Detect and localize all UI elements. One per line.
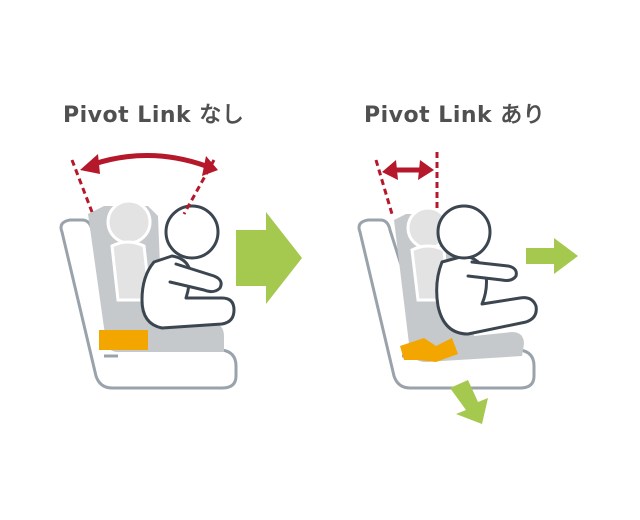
forward-motion-arrow-icon (526, 238, 578, 274)
child-figure-icon (140, 204, 236, 330)
ghost-head-icon (106, 199, 152, 302)
panel-without-pivot-link (59, 152, 302, 390)
swing-arrow-icon (70, 152, 218, 215)
panel-with-pivot-link (357, 152, 578, 424)
title-with-pivot-link: Pivot Link あり (364, 103, 546, 128)
title-without-pivot-link: Pivot Link なし (63, 103, 245, 128)
pivot-link-block-icon (99, 330, 148, 350)
swing-arrow-icon (374, 152, 439, 215)
forward-motion-arrow-icon (236, 212, 302, 304)
downward-motion-arrow-icon (450, 380, 488, 424)
pivot-link-block-icon (400, 338, 458, 362)
child-figure-icon (435, 204, 538, 336)
